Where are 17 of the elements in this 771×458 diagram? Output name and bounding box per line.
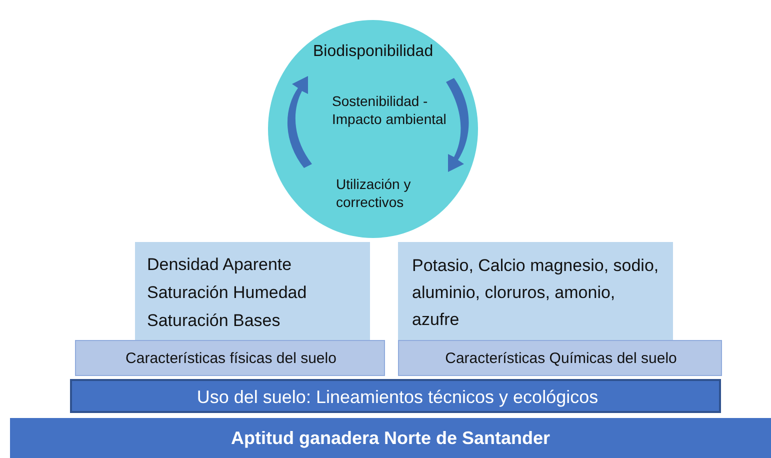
circle-label: Sostenibilidad -Impacto ambiental <box>332 92 448 128</box>
box-text: Características Químicas del suelo <box>444 349 678 368</box>
box-text: Saturación Bases <box>147 310 282 332</box>
category-box <box>398 340 722 376</box>
box-text: Aptitud ganadera Norte de Santander <box>230 427 552 450</box>
layer-bar <box>70 379 721 413</box>
circle-label: Biodisponibilidad <box>313 42 434 62</box>
box-text: Saturación Humedad <box>147 282 308 304</box>
box-text: Potasio, Calcio magnesio, sodio, aluminio, cloruros, amonio, azufre <box>412 255 660 331</box>
box-text: Características físicas del suelo <box>124 349 338 368</box>
category-box <box>75 340 385 376</box>
info-box <box>398 242 673 340</box>
info-box <box>135 242 370 340</box>
circle-label: Utilización y correctivos <box>336 175 412 212</box>
box-text: Uso del suelo: Lineamientos técnicos y ecológicos <box>196 386 600 409</box>
base-bar <box>10 418 771 458</box>
box-text: Densidad Aparente <box>147 254 293 276</box>
